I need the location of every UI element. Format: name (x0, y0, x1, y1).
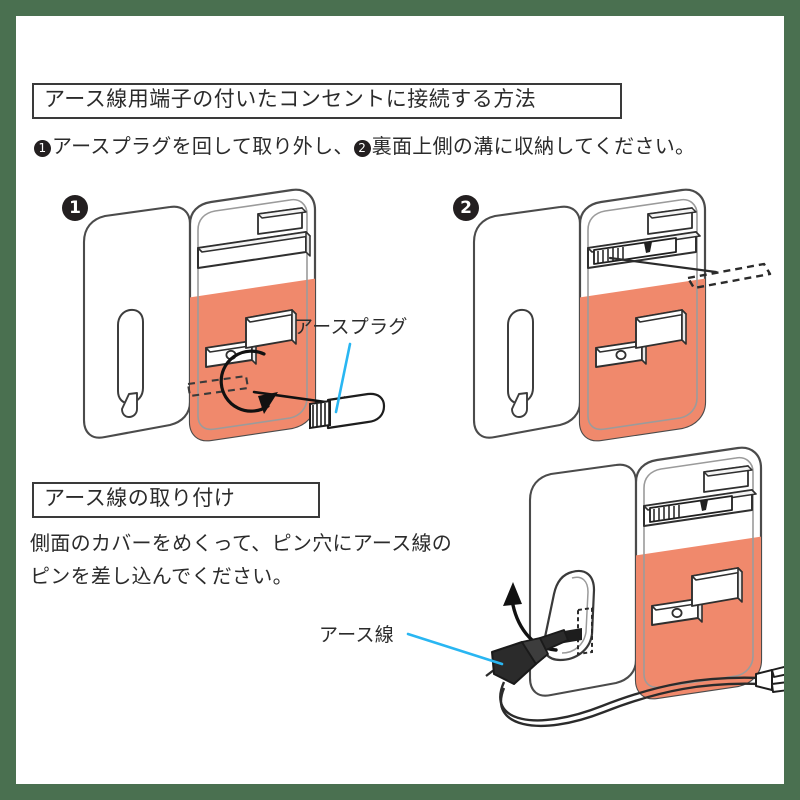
removal-position-dashed-outline (686, 262, 772, 290)
step-badge-2: 2 (453, 195, 479, 221)
flip-arrow-head (503, 582, 522, 606)
section-description-line-2: ピンを差し込んでください。 (30, 566, 293, 588)
ground-wire-cable (485, 629, 784, 728)
leader-line-earth-wire (406, 632, 504, 666)
plug-threads (312, 402, 330, 428)
inline-step-2-badge: 2 (353, 140, 371, 157)
leader-line-stored-plug (608, 256, 718, 274)
leader-line-earth-plug (334, 342, 352, 414)
section-title-box-outlet-method: アース線用端子の付いたコンセントに接続する方法 (32, 83, 622, 119)
rotate-arrow (219, 349, 270, 413)
rotate-arrow-head (258, 392, 278, 414)
illustration-adapter-ground-wire (503, 448, 765, 704)
callout-label-earth-plug: アースプラグ (294, 317, 408, 338)
fork-terminal (755, 666, 784, 693)
description-part-one: アースプラグを回して取り外し、 (52, 136, 354, 158)
illustration-stage (16, 16, 784, 784)
callout-label-earth-wire: アース線 (319, 625, 395, 646)
illustration-adapter-step-2 (474, 190, 709, 446)
step-badge-1: 1 (62, 195, 88, 221)
section-title-box-attach-ground-wire: アース線の取り付け (32, 482, 320, 518)
inline-step-1-badge: 1 (34, 140, 51, 157)
detached-earth-plug (309, 392, 386, 430)
section-title-outlet-method: アース線用端子の付いたコンセントに接続する方法 (44, 88, 537, 111)
section-title-attach-ground-wire: アース線の取り付け (44, 487, 236, 510)
removed-plug-dashed-outline (186, 374, 250, 398)
section-description-line-1: 側面のカバーをめくって、ピン穴にアース線の (30, 533, 453, 555)
description-part-two: 裏面上側の溝に収納してください。 (371, 136, 696, 158)
